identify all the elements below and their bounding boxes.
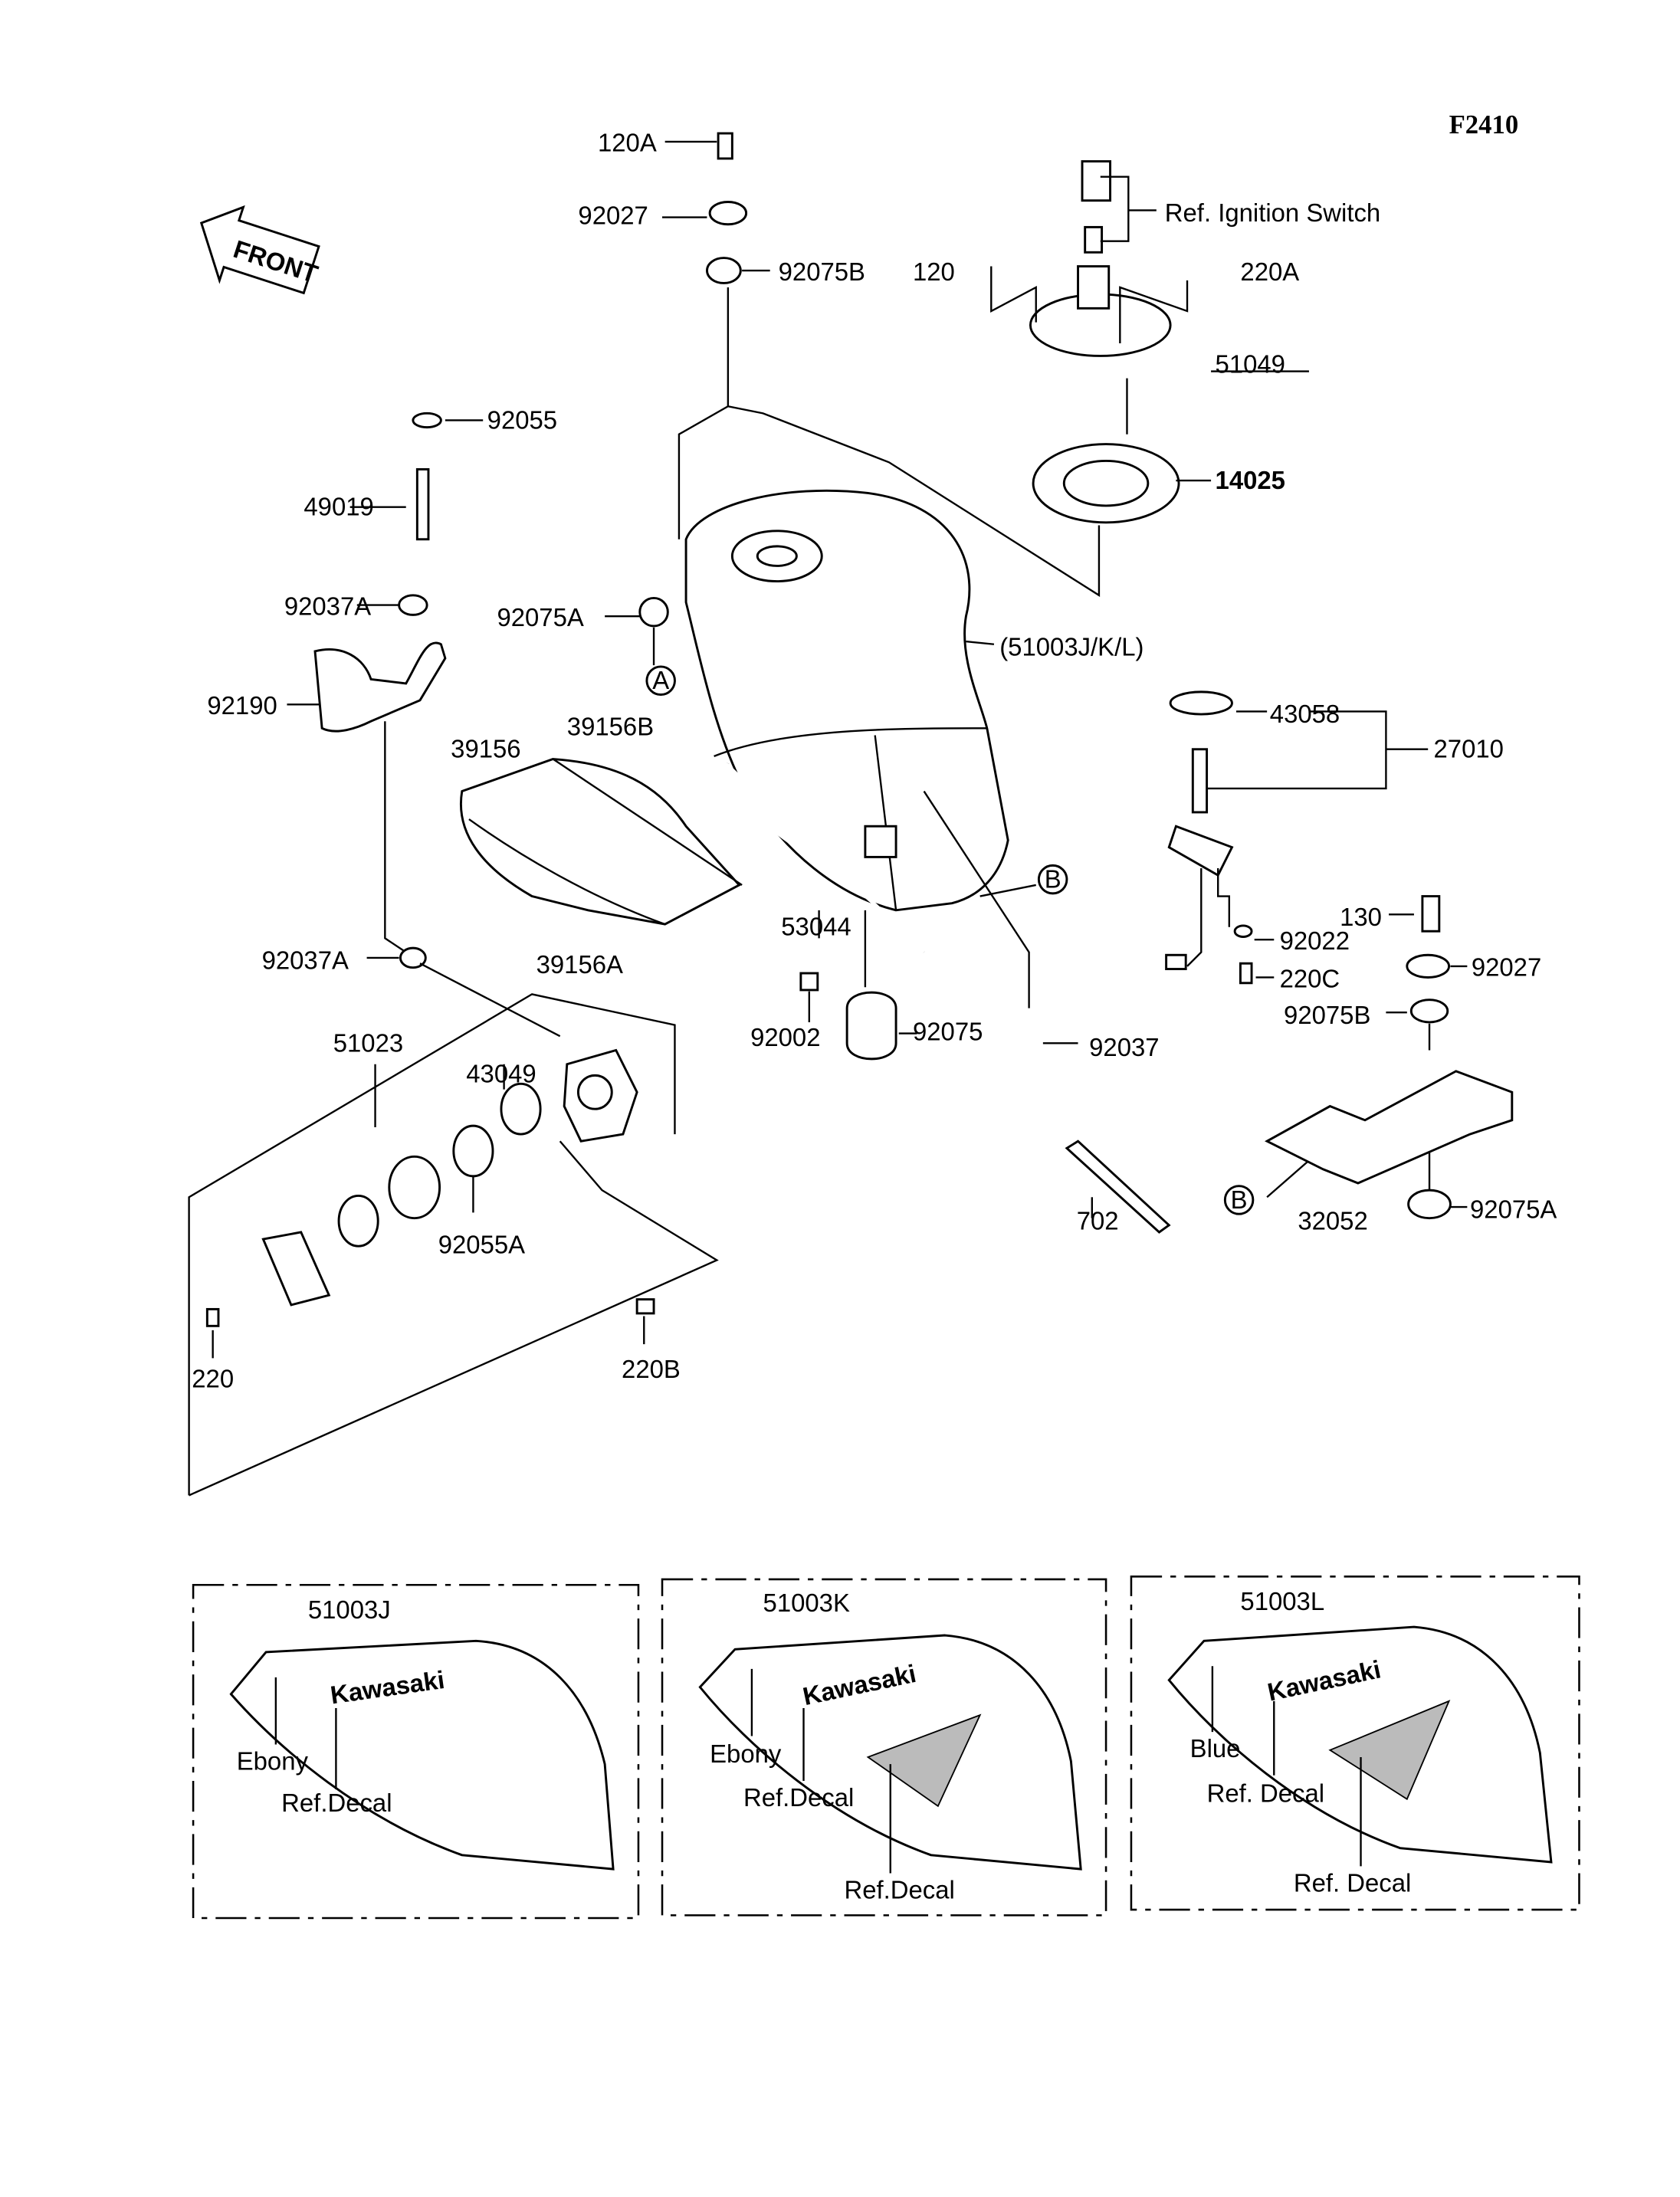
part-labels: 120A 92027 92075B Ref. Ignition Switch 1…: [192, 129, 1557, 1393]
label-92002: 92002: [750, 1023, 820, 1051]
label-92022: 92022: [1280, 926, 1350, 955]
label-ref-ignition-switch: Ref. Ignition Switch: [1165, 198, 1380, 227]
ref-decal-label: Ref.Decal: [281, 1789, 392, 1817]
ref-decal-label: Ref.Decal: [743, 1783, 854, 1812]
label-92055A: 92055A: [438, 1230, 525, 1258]
label-39156: 39156: [451, 735, 520, 763]
label-51023: 51023: [333, 1028, 403, 1057]
variant-color: Ebony: [237, 1746, 309, 1775]
label-92037: 92037: [1089, 1033, 1159, 1061]
variant-panel-51003K: 51003K Kawasaki Ebony Ref.Decal Ref.Deca…: [661, 1578, 1107, 1917]
heat-shield: [460, 758, 741, 926]
label-120: 120: [913, 257, 955, 286]
label-92027: 92027: [578, 202, 648, 230]
variant-part-number: 51003K: [763, 1589, 850, 1617]
label-32052: 32052: [1298, 1206, 1367, 1235]
svg-text:B: B: [1231, 1185, 1248, 1214]
variant-panel-51003J: 51003J Kawasaki Ebony Ref.Decal: [192, 1583, 640, 1920]
label-220B: 220B: [622, 1355, 681, 1383]
label-92037A: 92037A: [284, 592, 371, 620]
label-92037A-lower: 92037A: [262, 946, 349, 975]
label-51003JKL: (51003J/K/L): [999, 632, 1144, 661]
label-92055: 92055: [487, 405, 557, 434]
label-220: 220: [192, 1365, 234, 1393]
label-92075A-right: 92075A: [1470, 1195, 1557, 1224]
label-92075B: 92075B: [779, 257, 865, 286]
label-14025: 14025: [1216, 466, 1285, 494]
bracket: [1265, 1070, 1514, 1185]
label-51049: 51049: [1216, 349, 1285, 378]
front-arrow-icon: FRONT: [199, 205, 321, 295]
ref-decal-label: Ref.Decal: [844, 1875, 954, 1904]
label-27010: 27010: [1434, 735, 1504, 763]
diagram-code: F2410: [1449, 110, 1519, 139]
label-43058: 43058: [1270, 700, 1340, 728]
label-220A: 220A: [1240, 257, 1299, 286]
variant-part-number: 51003J: [308, 1595, 391, 1624]
label-120A: 120A: [598, 129, 657, 157]
label-39156B: 39156B: [567, 712, 654, 740]
label-39156A: 39156A: [536, 950, 623, 979]
variant-part-number: 51003L: [1240, 1587, 1324, 1615]
svg-text:B: B: [1045, 865, 1061, 894]
variant-color: Blue: [1190, 1734, 1241, 1763]
ref-decal-label: Ref. Decal: [1207, 1779, 1324, 1807]
label-43049: 43049: [466, 1059, 536, 1087]
label-130: 130: [1340, 903, 1382, 931]
label-92190: 92190: [207, 691, 277, 720]
variant-panel-51003L: 51003L Kawasaki Blue Ref. Decal Ref. Dec…: [1130, 1576, 1580, 1911]
ref-decal-label: Ref. Decal: [1294, 1868, 1411, 1897]
variant-color: Ebony: [710, 1740, 782, 1768]
label-92075: 92075: [913, 1018, 983, 1046]
label-49019: 49019: [304, 493, 373, 521]
label-53044: 53044: [781, 913, 851, 941]
label-702: 702: [1077, 1206, 1119, 1235]
label-220C: 220C: [1280, 964, 1340, 992]
label-92027-right: 92027: [1472, 953, 1541, 982]
svg-text:A: A: [652, 666, 669, 694]
label-92075A: 92075A: [497, 603, 583, 631]
label-92075B-right: 92075B: [1284, 1001, 1370, 1029]
